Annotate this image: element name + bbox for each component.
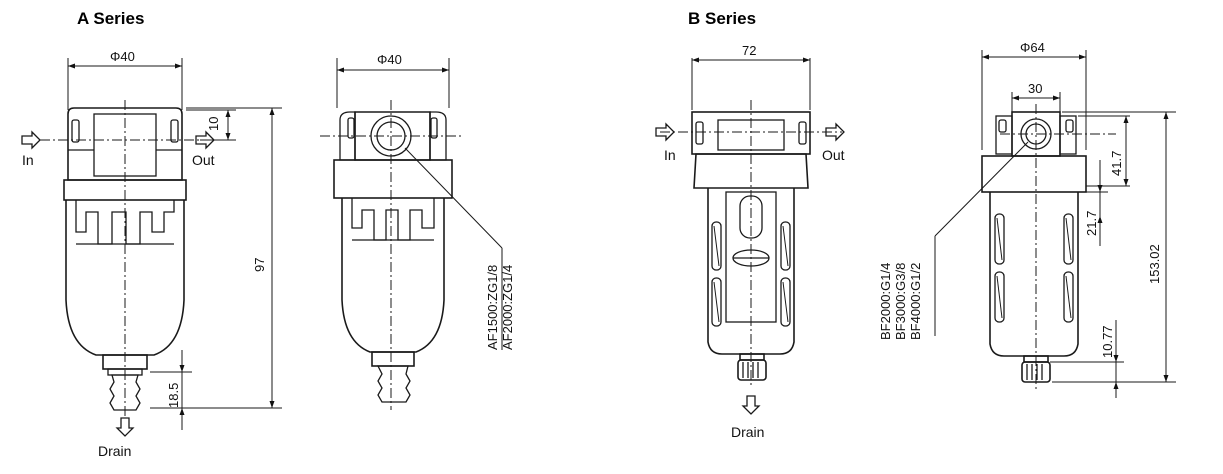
b-dim-upper: 41.7 — [1109, 151, 1124, 176]
b-in-label: In — [664, 147, 676, 163]
b-out-label: Out — [822, 147, 845, 163]
a-series-side-view: Φ40 AF1500:ZG1/8 AF2000:ZG1/4 — [320, 52, 515, 410]
b-drain-label: Drain — [731, 424, 764, 440]
b-front-width-label: 72 — [742, 43, 756, 58]
a-side-diameter-label: Φ40 — [377, 52, 402, 67]
a-port-note-1: AF1500:ZG1/8 — [485, 265, 500, 350]
b-side-diameter-label: Φ64 — [1020, 40, 1045, 55]
a-drain-label: Drain — [98, 443, 131, 459]
b-port-note-2: BF3000:G3/8 — [893, 263, 908, 340]
b-dim-height: 153.02 — [1147, 244, 1162, 284]
a-dim-height: 97 — [252, 258, 267, 272]
b-port-note-3: BF4000:G1/2 — [908, 263, 923, 340]
b-dim-mid: 21.7 — [1084, 211, 1099, 236]
b-series-front-view: 72 In Out Dr — [655, 43, 845, 440]
series-a-title: A Series — [77, 9, 144, 28]
a-in-label: In — [22, 152, 34, 168]
a-dim-drain: 18.5 — [166, 383, 181, 408]
series-b-title: B Series — [688, 9, 756, 28]
a-series-front-view: Φ40 In Out Drain 10 — [21, 49, 282, 459]
a-dim-top: 10 — [206, 117, 221, 131]
a-port-note-2: AF2000:ZG1/4 — [500, 265, 515, 350]
b-series-side-view: Φ64 30 BF2000: — [878, 40, 1176, 398]
b-dim-drain: 10.77 — [1100, 325, 1115, 358]
a-front-diameter-label: Φ40 — [110, 49, 135, 64]
b-port-note-1: BF2000:G1/4 — [878, 263, 893, 340]
b-dim-port: 30 — [1028, 81, 1042, 96]
a-out-label: Out — [192, 152, 215, 168]
